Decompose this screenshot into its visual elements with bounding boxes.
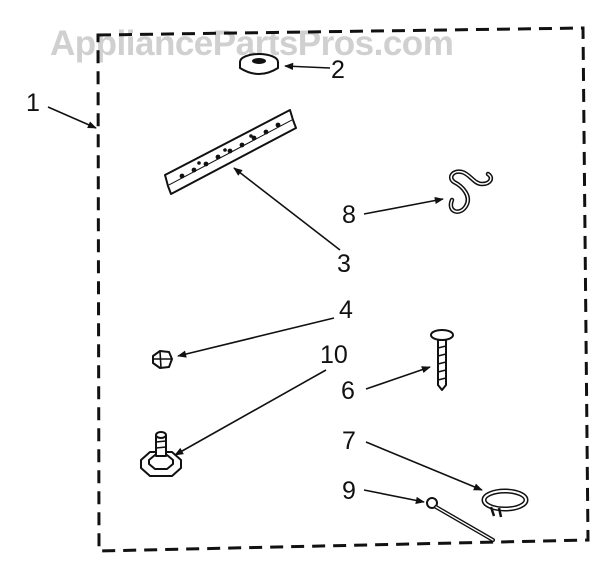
callout-10-leader	[174, 369, 327, 456]
callout-2: 2	[284, 56, 345, 84]
callout-2-leader	[284, 62, 331, 70]
callout-3-leader	[233, 167, 341, 251]
callout-2-number: 2	[331, 56, 345, 84]
callout-8-leader	[363, 196, 444, 215]
callout-7: 7	[342, 427, 483, 491]
callout-6: 6	[341, 366, 431, 405]
callout-10: 10	[174, 341, 348, 456]
callout-9: 9	[342, 477, 425, 505]
callout-9-leader	[363, 489, 425, 504]
callout-4-leader	[177, 317, 335, 358]
callout-6-leader	[365, 366, 431, 390]
callout-7-leader	[365, 441, 483, 491]
callout-4: 4	[177, 296, 353, 358]
callout-10-number: 10	[320, 341, 348, 369]
callout-6-number: 6	[341, 377, 355, 405]
part-10-leveling-leg	[140, 431, 182, 477]
part-4-hex-nut	[152, 350, 173, 369]
callout-9-number: 9	[342, 477, 356, 505]
callout-8: 8	[342, 196, 444, 229]
callout-4-number: 4	[339, 296, 353, 324]
callout-1: 1	[26, 89, 97, 129]
kit-boundary	[96, 26, 590, 553]
callout-3-number: 3	[337, 250, 351, 278]
part-6-bolt	[430, 329, 454, 391]
callout-1-leader	[47, 106, 97, 129]
callout-3: 3	[233, 167, 351, 278]
part-7-clamp-ring	[481, 488, 529, 518]
callout-7-number: 7	[342, 427, 356, 455]
part-8-hook-clip	[448, 169, 494, 214]
part-9-tie-strap	[426, 497, 495, 542]
part-2-washer	[239, 53, 279, 75]
part-3-bracket-strip	[164, 109, 297, 195]
callout-1-number: 1	[26, 89, 40, 117]
callout-8-number: 8	[342, 201, 356, 229]
